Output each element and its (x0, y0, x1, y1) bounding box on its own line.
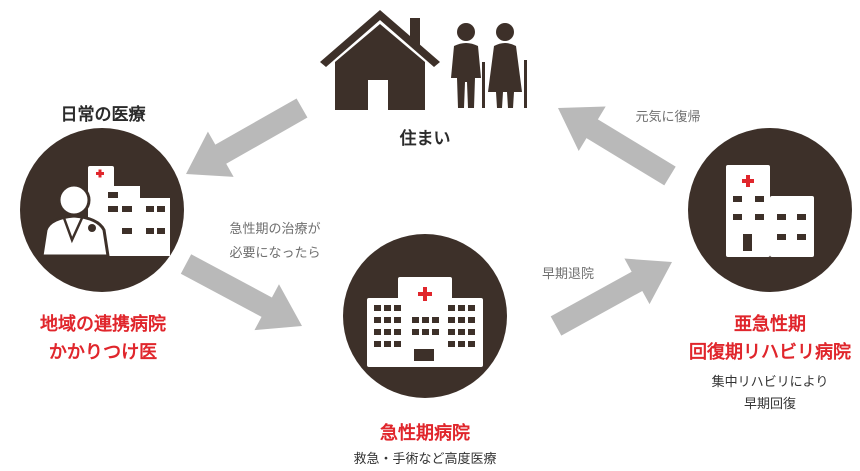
daily-title-line-2: かかりつけ医 (48, 342, 158, 363)
window (448, 305, 455, 311)
daily-title-line-1: 地域の連携病院 (40, 314, 166, 335)
to-acute-label-line-2: 必要になったら (229, 246, 321, 261)
window (384, 341, 391, 347)
window (448, 317, 455, 323)
window (384, 329, 391, 335)
acute-hospital-desc: 救急・手術など高度医療 (353, 452, 497, 467)
window (394, 341, 401, 347)
acute-hospital-title: 急性期病院 (380, 423, 470, 444)
clinic-doctor-icon (20, 128, 184, 292)
window (374, 341, 381, 347)
window (422, 329, 429, 335)
elderly-couple-icon (451, 23, 527, 108)
arrow-home-to-daily (186, 98, 308, 177)
subacute-title-line-2: 回復期リハビリ病院 (689, 342, 851, 363)
window (422, 317, 429, 323)
acute-hospital-icon (343, 234, 507, 398)
daily-care-heading: 日常の医療 (60, 105, 146, 125)
recovery-arrow-label: 元気に復帰 (635, 110, 701, 125)
window (468, 317, 475, 323)
subacute-desc: 集中リハビリにより 早期回復 (712, 372, 829, 416)
window (374, 305, 381, 311)
subacute-title-line-1: 亜急性期 (734, 314, 806, 335)
window (468, 305, 475, 311)
arrow-daily-to-acute (180, 254, 302, 331)
early-discharge-arrow-label: 早期退院 (541, 267, 595, 282)
window (394, 317, 401, 323)
window (412, 317, 419, 323)
window (448, 341, 455, 347)
subacute-desc-line-2: 早期回復 (743, 397, 796, 412)
to-acute-arrow-label: 急性期の治療が 必要になったら (229, 218, 320, 266)
window (374, 329, 381, 335)
flow-arrows (180, 98, 676, 336)
arrow-subacute-to-home (558, 106, 676, 186)
window (468, 341, 475, 347)
window (458, 329, 465, 335)
to-acute-label-line-1: 急性期の治療が (229, 222, 321, 237)
daily-care-title: 地域の連携病院 かかりつけ医 (40, 311, 166, 367)
rehab-hospital-icon (688, 128, 852, 292)
house-icon (320, 10, 440, 110)
window (432, 317, 439, 323)
window (384, 305, 391, 311)
arrow-acute-to-subacute (550, 258, 672, 336)
window (394, 305, 401, 311)
subacute-desc-line-1: 集中リハビリにより (711, 375, 829, 390)
home-label: 住まい (399, 129, 451, 149)
window (412, 329, 419, 335)
window (468, 329, 475, 335)
window (432, 329, 439, 335)
window (374, 317, 381, 323)
window (394, 329, 401, 335)
window (458, 317, 465, 323)
window (458, 305, 465, 311)
subacute-title: 亜急性期 回復期リハビリ病院 (689, 311, 851, 367)
window (458, 341, 465, 347)
window (384, 317, 391, 323)
window (448, 329, 455, 335)
